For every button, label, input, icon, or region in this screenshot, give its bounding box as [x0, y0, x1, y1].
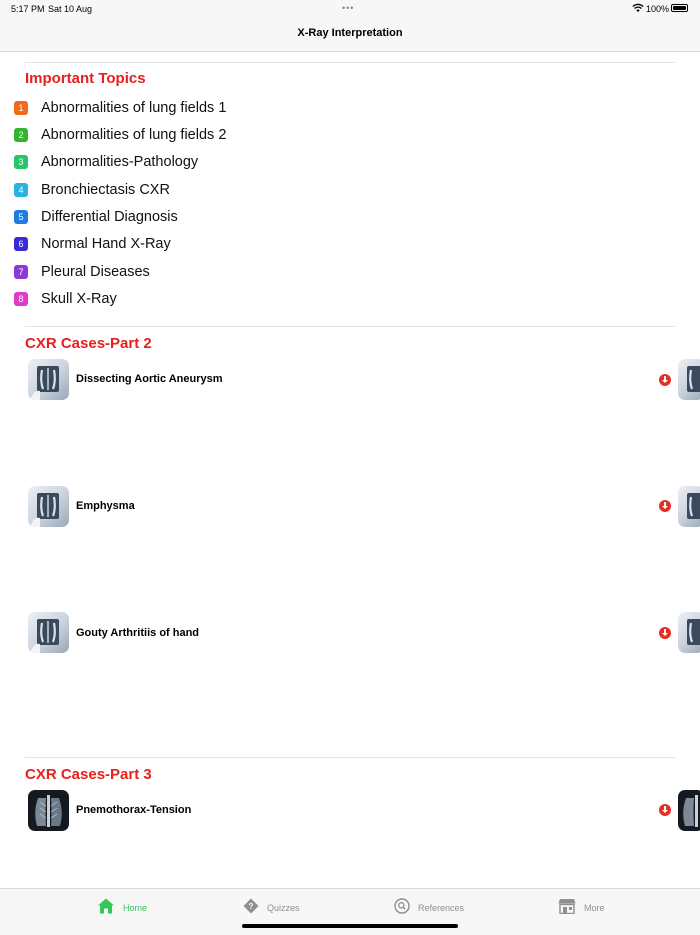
svg-text:?: ? — [249, 902, 254, 911]
topic-label: Differential Diagnosis — [41, 209, 178, 225]
case-thumbnail-image[interactable] — [28, 486, 69, 527]
section-title-cxr-part-3: CXR Cases-Part 3 — [25, 766, 152, 783]
topic-item[interactable]: 8 Skull X-Ray — [14, 288, 117, 310]
topic-label: Skull X-Ray — [41, 291, 117, 307]
topic-number-badge: 3 — [14, 155, 28, 169]
case-thumbnail-image[interactable] — [28, 359, 69, 400]
case-title[interactable]: Emphysma — [76, 500, 135, 512]
topic-label: Abnormalities of lung fields 2 — [41, 127, 227, 143]
section-divider — [25, 62, 675, 63]
case-title[interactable]: Dissecting Aortic Aneurysm — [76, 373, 223, 385]
topic-number-badge: 2 — [14, 128, 28, 142]
status-date: Sat 10 Aug — [48, 4, 93, 14]
home-icon — [97, 897, 115, 920]
section-divider — [25, 326, 675, 327]
topic-item[interactable]: 6 Normal Hand X-Ray — [14, 233, 171, 255]
navigation-bar: X-Ray Interpretation — [0, 18, 700, 52]
tab-label: References — [418, 903, 465, 913]
topic-item[interactable]: 3 Abnormalities-Pathology — [14, 151, 198, 173]
tab-label: Quizzes — [267, 903, 300, 913]
topic-number-badge: 8 — [14, 292, 28, 306]
topic-label: Pleural Diseases — [41, 264, 150, 280]
case-thumbnail-peek[interactable] — [678, 486, 700, 527]
case-thumbnail-peek[interactable] — [678, 790, 700, 831]
topic-label: Abnormalities of lung fields 1 — [41, 100, 227, 116]
status-time: 5:17 PM — [11, 4, 45, 14]
case-thumbnail-peek[interactable] — [678, 612, 700, 653]
topic-label: Abnormalities-Pathology — [41, 154, 199, 170]
topic-label: Normal Hand X-Ray — [41, 236, 171, 252]
tab-label: More — [584, 903, 605, 913]
section-title-cxr-part-2: CXR Cases-Part 2 — [25, 335, 152, 352]
topic-item[interactable]: 5 Differential Diagnosis — [14, 206, 178, 228]
topic-number-badge: 7 — [14, 265, 28, 279]
battery-percent: 100% — [646, 4, 670, 14]
download-icon[interactable] — [659, 500, 671, 512]
case-thumbnail-image[interactable] — [28, 790, 69, 831]
case-title[interactable]: Gouty Arthritiis of hand — [76, 627, 200, 639]
multitasking-dots[interactable]: ••• — [342, 3, 355, 13]
tab-home[interactable]: Home — [97, 897, 147, 919]
topic-label: Bronchiectasis CXR — [41, 182, 170, 198]
home-indicator[interactable] — [242, 924, 458, 928]
question-diamond-icon: ? — [243, 898, 259, 919]
download-icon[interactable] — [659, 627, 671, 639]
topic-number-badge: 6 — [14, 237, 28, 251]
search-icon — [394, 897, 410, 919]
page-title: X-Ray Interpretation — [297, 27, 403, 39]
topic-item[interactable]: 7 Pleural Diseases — [14, 261, 150, 283]
wifi-icon — [632, 3, 644, 15]
section-title-important-topics: Important Topics — [25, 70, 146, 87]
topic-number-badge: 5 — [14, 210, 28, 224]
topic-item[interactable]: 1 Abnormalities of lung fields 1 — [14, 97, 226, 119]
case-title[interactable]: Pnemothorax-Tension — [76, 804, 192, 816]
tab-label: Home — [123, 903, 148, 913]
battery-icon — [671, 4, 688, 12]
download-icon[interactable] — [659, 804, 671, 816]
section-divider — [25, 757, 675, 758]
topic-number-badge: 1 — [14, 101, 28, 115]
tab-more[interactable]: More — [558, 897, 605, 919]
case-thumbnail-peek[interactable] — [678, 359, 700, 400]
topic-item[interactable]: 4 Bronchiectasis CXR — [14, 179, 170, 201]
status-bar: 5:17 PM Sat 10 Aug ••• 100% — [0, 0, 700, 18]
case-thumbnail-image[interactable] — [28, 612, 69, 653]
store-icon — [558, 898, 576, 919]
tab-quizzes[interactable]: ? Quizzes — [243, 897, 300, 919]
tab-references[interactable]: References — [394, 897, 464, 919]
topic-item[interactable]: 2 Abnormalities of lung fields 2 — [14, 124, 226, 146]
download-icon[interactable] — [659, 374, 671, 386]
topic-number-badge: 4 — [14, 183, 28, 197]
